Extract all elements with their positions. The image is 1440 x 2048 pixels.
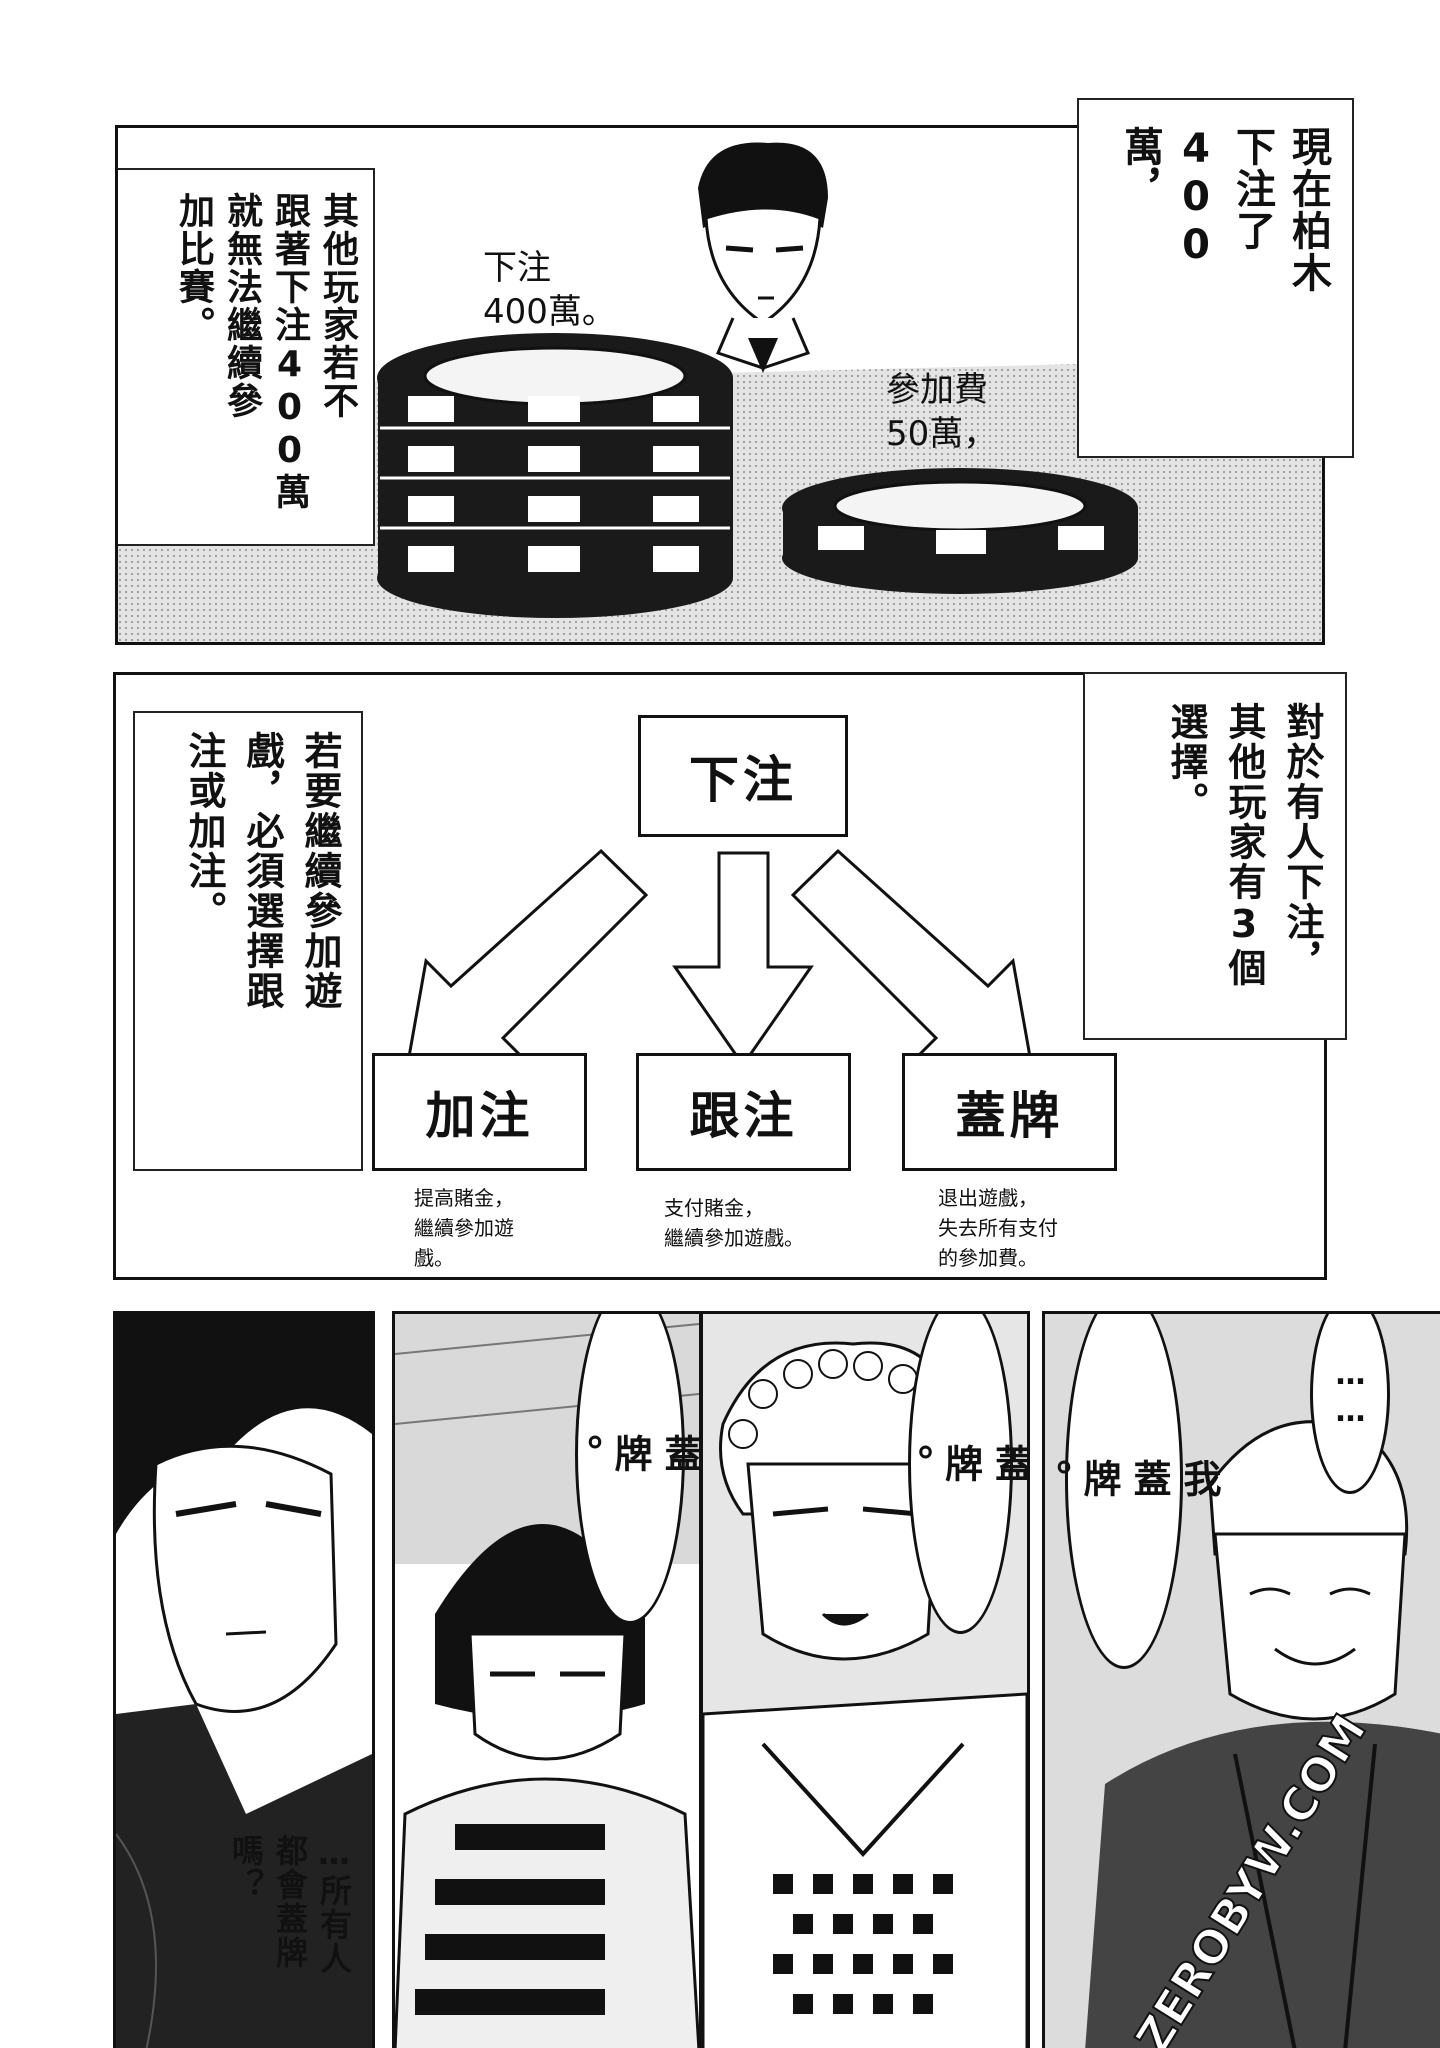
entry-fee-label: 參加費 50萬， — [886, 370, 998, 454]
poker-table-art — [118, 142, 1322, 642]
kashiwagi-thought-text: …所有人 都會蓋牌 嗎？ — [227, 1834, 353, 1976]
blonde-man-speech-text: 我 蓋 牌 。 — [1042, 1459, 1221, 1499]
flow-node-fold: 蓋牌 — [902, 1053, 1117, 1171]
arrow-down-left — [402, 848, 649, 1087]
girl-art — [395, 1314, 699, 2048]
panel-girl-fold: 蓋 牌 。 — [392, 1311, 702, 2048]
panel-kashiwagi-closeup: …所有人 都會蓋牌 嗎？ — [113, 1311, 375, 2048]
caption-continue-rule-text: 若要繼續參加遊 戲，必須選擇跟 注或加注。 — [182, 731, 342, 1011]
speech-bubble-blonde-man: 我 蓋 牌 。 — [1045, 1314, 1221, 1669]
bet-amount-label: 下注 400萬。 — [483, 248, 616, 332]
ellipsis-speech-text: …… — [1333, 1357, 1368, 1431]
caption-others-must-call-text: 其他玩家若不 跟著下注400萬 就無法繼續參 加比賽。 — [173, 192, 358, 511]
curly-man-speech-text: 蓋 牌 。 — [888, 1444, 1030, 1484]
caption-continue-rule: 若要繼續參加遊 戲，必須選擇跟 注或加注。 — [133, 711, 363, 1171]
caption-kashiwagi-bet-text: 現在柏木 下注了 400 萬， — [1117, 126, 1331, 294]
caption-others-must-call: 其他玩家若不 跟著下注400萬 就無法繼續參 加比賽。 — [118, 168, 375, 546]
arrow-down-center — [672, 851, 814, 1068]
blonde-man-art — [1045, 1314, 1440, 2048]
chip-stack-400 — [377, 333, 733, 618]
caption-three-choices: 對於有人下注， 其他玩家有3個 選擇。 — [1083, 672, 1347, 1040]
player-portrait — [698, 142, 828, 373]
speech-bubble-curly-man: 蓋 牌 。 — [889, 1314, 1027, 1634]
flow-node-call: 跟注 — [636, 1053, 851, 1171]
caption-kashiwagi-bet: 現在柏木 下注了 400 萬， — [1077, 98, 1354, 458]
arrow-down-right — [790, 848, 1037, 1087]
note-call: 支付賭金， 繼續參加遊戲。 — [664, 1196, 804, 1250]
speech-bubble-ellipsis: …… — [1310, 1314, 1390, 1494]
note-fold: 退出遊戲， 失去所有支付 的參加費。 — [938, 1186, 1058, 1270]
speech-bubble-girl: 蓋 牌 。 — [558, 1314, 699, 1624]
caption-three-choices-text: 對於有人下注， 其他玩家有3個 選擇。 — [1164, 702, 1324, 988]
girl-speech-text: 蓋 牌 。 — [558, 1434, 702, 1474]
flow-node-raise: 加注 — [372, 1053, 587, 1171]
panel-blonde-man-fold: 我 蓋 牌 。 …… ZEROBYW.COM — [1042, 1311, 1440, 2048]
note-raise: 提高賭金， 繼續參加遊 戲。 — [414, 1186, 514, 1270]
chip-fee-50 — [782, 468, 1138, 594]
flow-node-bet: 下注 — [638, 715, 848, 837]
panel-curly-man-fold: 蓋 牌 。 — [700, 1311, 1030, 2048]
kashiwagi-face-art — [116, 1314, 372, 2048]
